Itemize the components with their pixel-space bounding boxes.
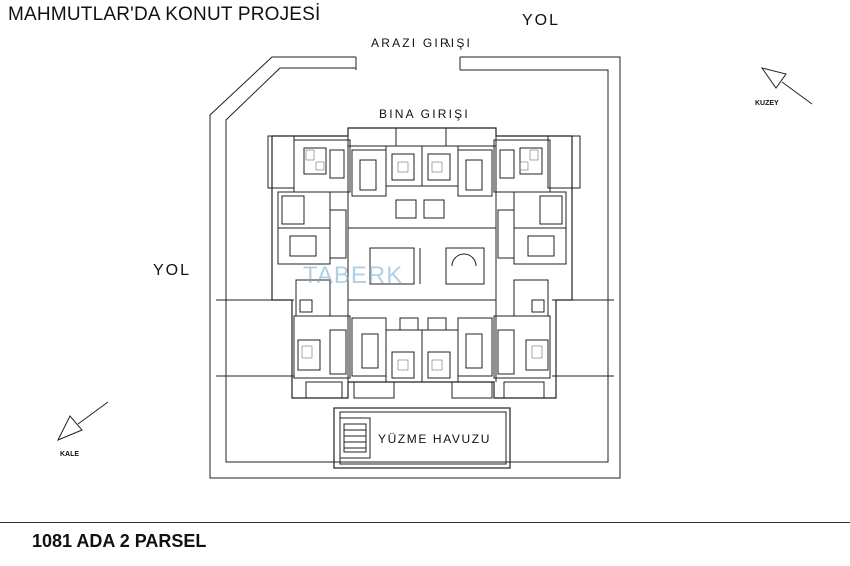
plot-inner-wall [225, 67, 609, 463]
page-title: MAHMUTLAR'DA KONUT PROJESİ [8, 4, 321, 25]
north-label: KUZEY [755, 100, 779, 107]
plot-boundary [209, 56, 621, 479]
pool-outline [333, 407, 511, 469]
footer-divider [0, 522, 850, 523]
plot-entrance-label: ARAZI GIRIŞI [371, 36, 473, 50]
north-arrow-icon [760, 67, 813, 105]
parcel-label: 1081 ADA 2 PARSEL [32, 531, 207, 551]
pool-label: YÜZME HAVUZU [378, 432, 491, 446]
castle-direction-arrow-icon [56, 401, 109, 441]
building-entrance-label: BINA GIRIŞI [379, 107, 470, 121]
road-label-top: YOL [522, 12, 561, 29]
building-outline [271, 127, 573, 399]
castle-label: KALE [60, 451, 80, 458]
watermark: TABERK [303, 262, 404, 289]
road-label-left: YOL [153, 262, 192, 279]
